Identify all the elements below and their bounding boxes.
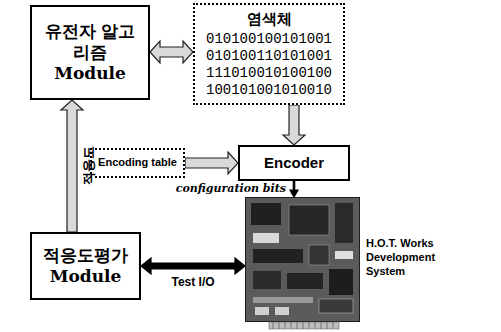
component [255, 307, 269, 315]
node-body: 010100100101001 010100110101001 11101001… [204, 31, 334, 98]
chip [309, 245, 329, 265]
chip [253, 249, 303, 263]
component [253, 233, 279, 243]
double-arrow [141, 258, 245, 274]
chip [335, 203, 353, 243]
board-photo [245, 197, 360, 330]
component [335, 251, 353, 259]
hollow-arrow [61, 100, 83, 232]
chip [251, 203, 281, 225]
encoding-table-box: Encoding table [90, 148, 185, 178]
edge-label: Test I/O [169, 275, 216, 289]
board-node: H.O.T. Works Development System [245, 197, 360, 330]
node-text: H.O.T. Works Development System [366, 237, 466, 278]
node-text: Encoder [264, 154, 324, 172]
connector-fingers [273, 322, 333, 329]
pcb [246, 198, 360, 322]
header [253, 297, 313, 303]
component [319, 299, 353, 313]
edge-connector [269, 322, 339, 329]
node-text: Encoding table [98, 156, 177, 169]
component [275, 307, 289, 315]
hollow-arrow [185, 152, 238, 174]
hollow-arrow [283, 105, 305, 145]
module-box: 적응도평가 Module [30, 232, 141, 300]
module-box: 유전자 알고리즘 Module [30, 5, 150, 100]
chip [287, 273, 323, 289]
edge-label: configuration bits [174, 182, 288, 195]
chip [329, 269, 353, 295]
hollow-double-arrow [150, 41, 193, 63]
encoder-box: Encoder [238, 145, 350, 181]
node-text: 염색체 [247, 10, 292, 30]
edge-label: 적응도 [80, 145, 96, 188]
arrow [290, 181, 298, 197]
chromosome-box: 염색체010100100101001 010100110101001 11101… [193, 3, 345, 105]
node-text: 유전자 알고리즘 Module [40, 21, 140, 85]
chip [253, 271, 281, 289]
fpga-chip [289, 205, 329, 235]
node-text: 적응도평가 Module [38, 245, 133, 288]
